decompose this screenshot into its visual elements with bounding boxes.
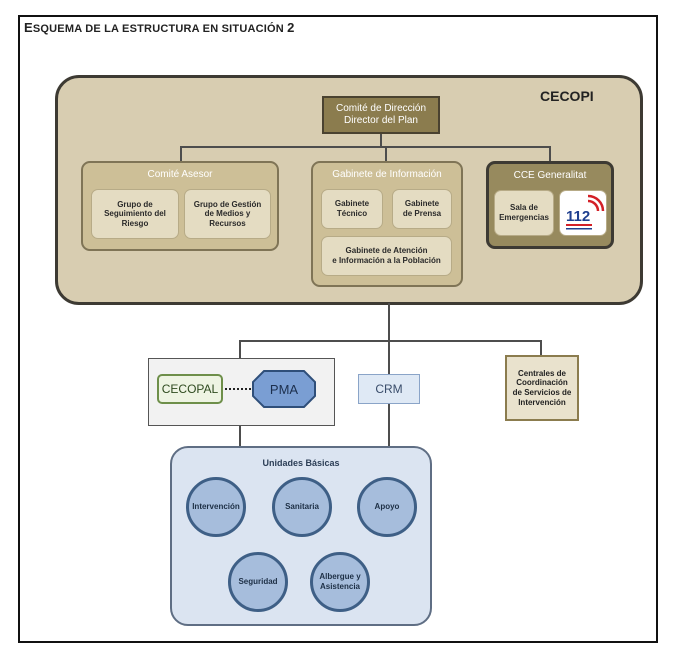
sala-emergencias-box: Sala de Emergencias (494, 190, 554, 236)
centrales-line3: de Servicios de (512, 388, 572, 397)
centrales-line2: Coordinación (516, 378, 568, 388)
connector-dir-horizontal (180, 146, 550, 148)
gabinete-prensa-line1: Gabinete (404, 199, 440, 209)
gabinete-tecnico-line1: Gabinete (334, 199, 370, 209)
unidad-apoyo: Apoyo (357, 477, 417, 537)
sala-line1: Sala de (509, 203, 538, 213)
direccion-line2: Director del Plan (344, 115, 418, 126)
unidad-albergue-asistencia: Albergue y Asistencia (310, 552, 370, 612)
diagram-title: ESQUEMA DE LA ESTRUCTURA EN SITUACIÓN 2 (24, 20, 295, 35)
cecopi-label: CECOPI (540, 88, 594, 104)
logo-112-text: 112 (566, 208, 590, 225)
connector-lower-horizontal (239, 340, 541, 342)
connector-dir-down (380, 134, 382, 147)
unidades-basicas-title: Unidades Básicas (262, 458, 340, 468)
unidad-sanitaria: Sanitaria (272, 477, 332, 537)
gabinete-prensa-line2: de Prensa (402, 209, 442, 218)
gabinete-tecnico-box: Gabinete Técnico (321, 189, 383, 229)
gabinete-prensa-box: Gabinete de Prensa (392, 189, 452, 229)
connector-to-centrales (540, 340, 542, 356)
grupo-gestion-box: Grupo de Gestión de Medios y Recursos (184, 189, 271, 239)
albergue-line2: Asistencia (319, 582, 361, 591)
grupo-gestion-line2: de Medios y (204, 209, 251, 219)
gabinete-informacion-title: Gabinete de Información (332, 169, 442, 180)
gabinete-atencion-line1: Gabinete de Atención (345, 246, 428, 256)
grupo-seguimiento-line3: Riesgo (121, 218, 149, 228)
connector-to-pma-box (239, 340, 241, 359)
connector-cecopi-down (388, 303, 390, 341)
grupo-seguimiento-box: Grupo de Seguimiento del Riesgo (91, 189, 179, 239)
grupo-gestion-line3: Recursos (209, 218, 246, 228)
unidad-intervencion: Intervención (186, 477, 246, 537)
title-number: 2 (287, 20, 295, 35)
pma-octagon (252, 370, 316, 408)
title-prefix: E (24, 20, 33, 35)
comite-asesor-title: Comité Asesor (147, 169, 213, 180)
cecopal-pma-dotted-link (225, 388, 255, 390)
centrales-line1: Centrales de (517, 368, 566, 378)
grupo-gestion-line1: Grupo de Gestión (193, 199, 262, 209)
gabinete-atencion-box: Gabinete de Atención e Información a la … (321, 236, 452, 276)
grupo-seguimiento-line2: Seguimiento del (104, 209, 166, 219)
logo-112-box: 112 (559, 190, 607, 236)
grupo-seguimiento-line1: Grupo de (117, 199, 153, 209)
unidad-seguridad: Seguridad (228, 552, 288, 612)
crm-box: CRM (358, 374, 420, 404)
cce-generalitat-title: CCE Generalitat (513, 170, 587, 181)
connector-crm-to-apoyo (388, 404, 390, 478)
centrales-box: Centrales de Coordinación de Servicios d… (505, 355, 579, 421)
sala-line2: Emergencias (499, 213, 549, 222)
logo-112-icon: 112 (566, 194, 605, 230)
connector-cce (549, 146, 551, 161)
title-text: SQUEMA DE LA ESTRUCTURA EN SITUACIÓN (32, 23, 288, 35)
connector-asesor (180, 146, 182, 161)
albergue-line1: Albergue y (319, 572, 361, 582)
comite-direccion-box: Comité de Dirección Director del Plan (322, 96, 440, 134)
connector-to-crm (388, 340, 390, 374)
direccion-line1: Comité de Dirección (335, 102, 427, 114)
connector-pma-to-unidades (239, 426, 241, 447)
gabinete-tecnico-line2: Técnico (336, 209, 368, 218)
cecopal-box: CECOPAL (157, 374, 223, 404)
gabinete-atencion-line2: e Información a la Población (332, 256, 441, 265)
pma-label: PMA (269, 381, 299, 397)
centrales-line4: Intervención (518, 397, 566, 407)
connector-gabinete (385, 146, 387, 161)
